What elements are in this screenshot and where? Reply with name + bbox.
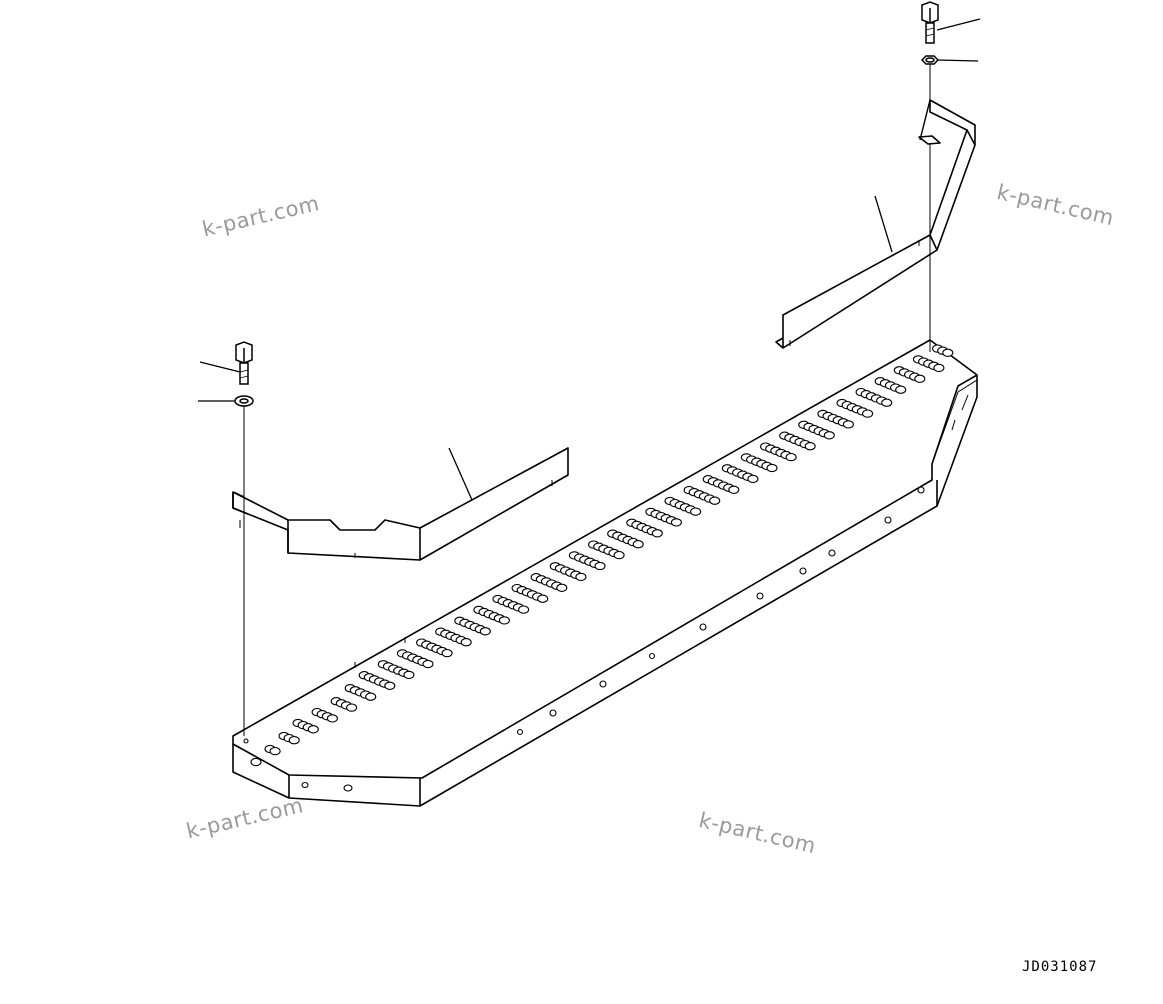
perforation-hole: [690, 507, 702, 516]
perforation-hole: [269, 746, 281, 756]
perforation-hole: [632, 540, 644, 549]
step-plate: [233, 340, 977, 806]
perforation-hole: [556, 583, 568, 592]
perforation-hole: [384, 681, 396, 690]
perforation-hole: [895, 385, 907, 394]
perforation-hole: [914, 374, 926, 383]
perforation-hole: [728, 485, 740, 494]
left-bolt: [236, 342, 252, 385]
perforation-hole: [613, 550, 625, 560]
perforation-hole: [862, 409, 874, 418]
perforation-hole: [933, 363, 945, 373]
perforation-hole: [766, 463, 778, 473]
perforation-hole: [537, 594, 549, 603]
perforation-hole: [307, 725, 319, 734]
perforation-hole: [942, 348, 954, 357]
perforation-holes: [250, 344, 954, 767]
perforation-hole: [575, 572, 587, 582]
perforation-hole: [422, 659, 434, 669]
perforation-hole: [594, 561, 606, 571]
right-bolt: [922, 2, 938, 44]
perforation-hole: [842, 420, 854, 429]
perforation-hole: [670, 518, 682, 527]
right-bracket: [776, 100, 975, 348]
perforation-hole: [479, 627, 491, 636]
perforation-hole: [441, 648, 453, 658]
leader-lines: [198, 19, 980, 500]
drawing-code: JD031087: [1022, 959, 1098, 975]
perforation-hole: [365, 692, 377, 701]
perforation-hole: [460, 638, 472, 647]
perforation-hole: [651, 529, 663, 538]
perforation-hole: [346, 703, 358, 712]
perforation-hole: [804, 442, 816, 451]
assembly-lines: [244, 64, 930, 736]
perforation-hole: [326, 714, 338, 723]
perforation-hole: [250, 757, 262, 767]
perforation-hole: [709, 496, 721, 505]
perforation-hole: [403, 670, 415, 680]
perforation-hole: [823, 431, 835, 440]
perforation-hole: [288, 736, 300, 745]
perforation-hole: [747, 474, 759, 484]
perforation-hole: [518, 605, 530, 614]
perforation-hole: [498, 616, 510, 625]
perforation-hole: [881, 398, 893, 407]
right-washer: [922, 56, 938, 64]
perforation-hole: [785, 452, 797, 462]
left-bracket: [233, 448, 568, 560]
left-washer: [234, 395, 254, 407]
front-face-holes: [243, 486, 925, 792]
